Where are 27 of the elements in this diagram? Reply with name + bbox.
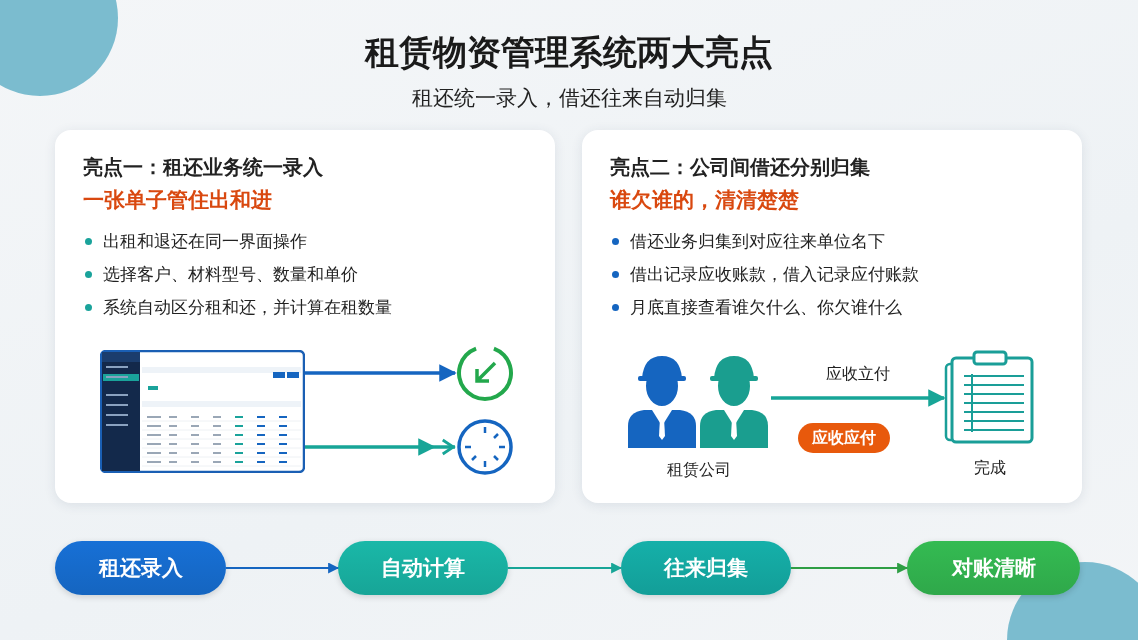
- step-pill: 租还录入: [55, 541, 226, 595]
- title: 租赁物资管理系统两大亮点: [363, 32, 774, 73]
- step-pill: 对账清晰: [907, 541, 1080, 595]
- arrow: [791, 562, 909, 574]
- card-subheading: 谁欠谁的，清清楚楚: [610, 187, 799, 213]
- step-pill: 往来归集: [621, 541, 791, 595]
- card-heading: 亮点一：租还业务统一录入: [83, 155, 323, 180]
- bullet-item: 出租和退还在同一界面操作: [83, 230, 307, 253]
- node-label: 租赁公司: [665, 460, 732, 480]
- node-label: 完成: [973, 458, 1007, 478]
- card-heading: 亮点二：公司间借还分别归集: [610, 155, 870, 180]
- arrow: [305, 364, 457, 382]
- highlight-card: [582, 130, 1082, 503]
- arrow: [771, 389, 946, 407]
- subtitle: 租还统一录入，借还往来自动归集: [410, 85, 728, 111]
- step-pill: 自动计算: [338, 541, 508, 595]
- status-tag: 应收应付: [798, 423, 890, 453]
- bullet-item: 系统自动区分租和还，并计算在租数量: [83, 296, 392, 319]
- highlight-card: [55, 130, 555, 503]
- bullet-item: 借出记录应收账款，借入记录应付账款: [610, 263, 919, 286]
- arrow: [226, 562, 340, 574]
- bullet-item: 选择客户、材料型号、数量和单价: [83, 263, 358, 286]
- arrow: [305, 436, 455, 458]
- bullet-item: 月底直接查看谁欠什么、你欠谁什么: [610, 296, 902, 319]
- card-subheading: 一张单子管住出和进: [83, 187, 272, 213]
- bullet-item: 借还业务归集到对应往来单位名下: [610, 230, 885, 253]
- arrow: [508, 562, 623, 574]
